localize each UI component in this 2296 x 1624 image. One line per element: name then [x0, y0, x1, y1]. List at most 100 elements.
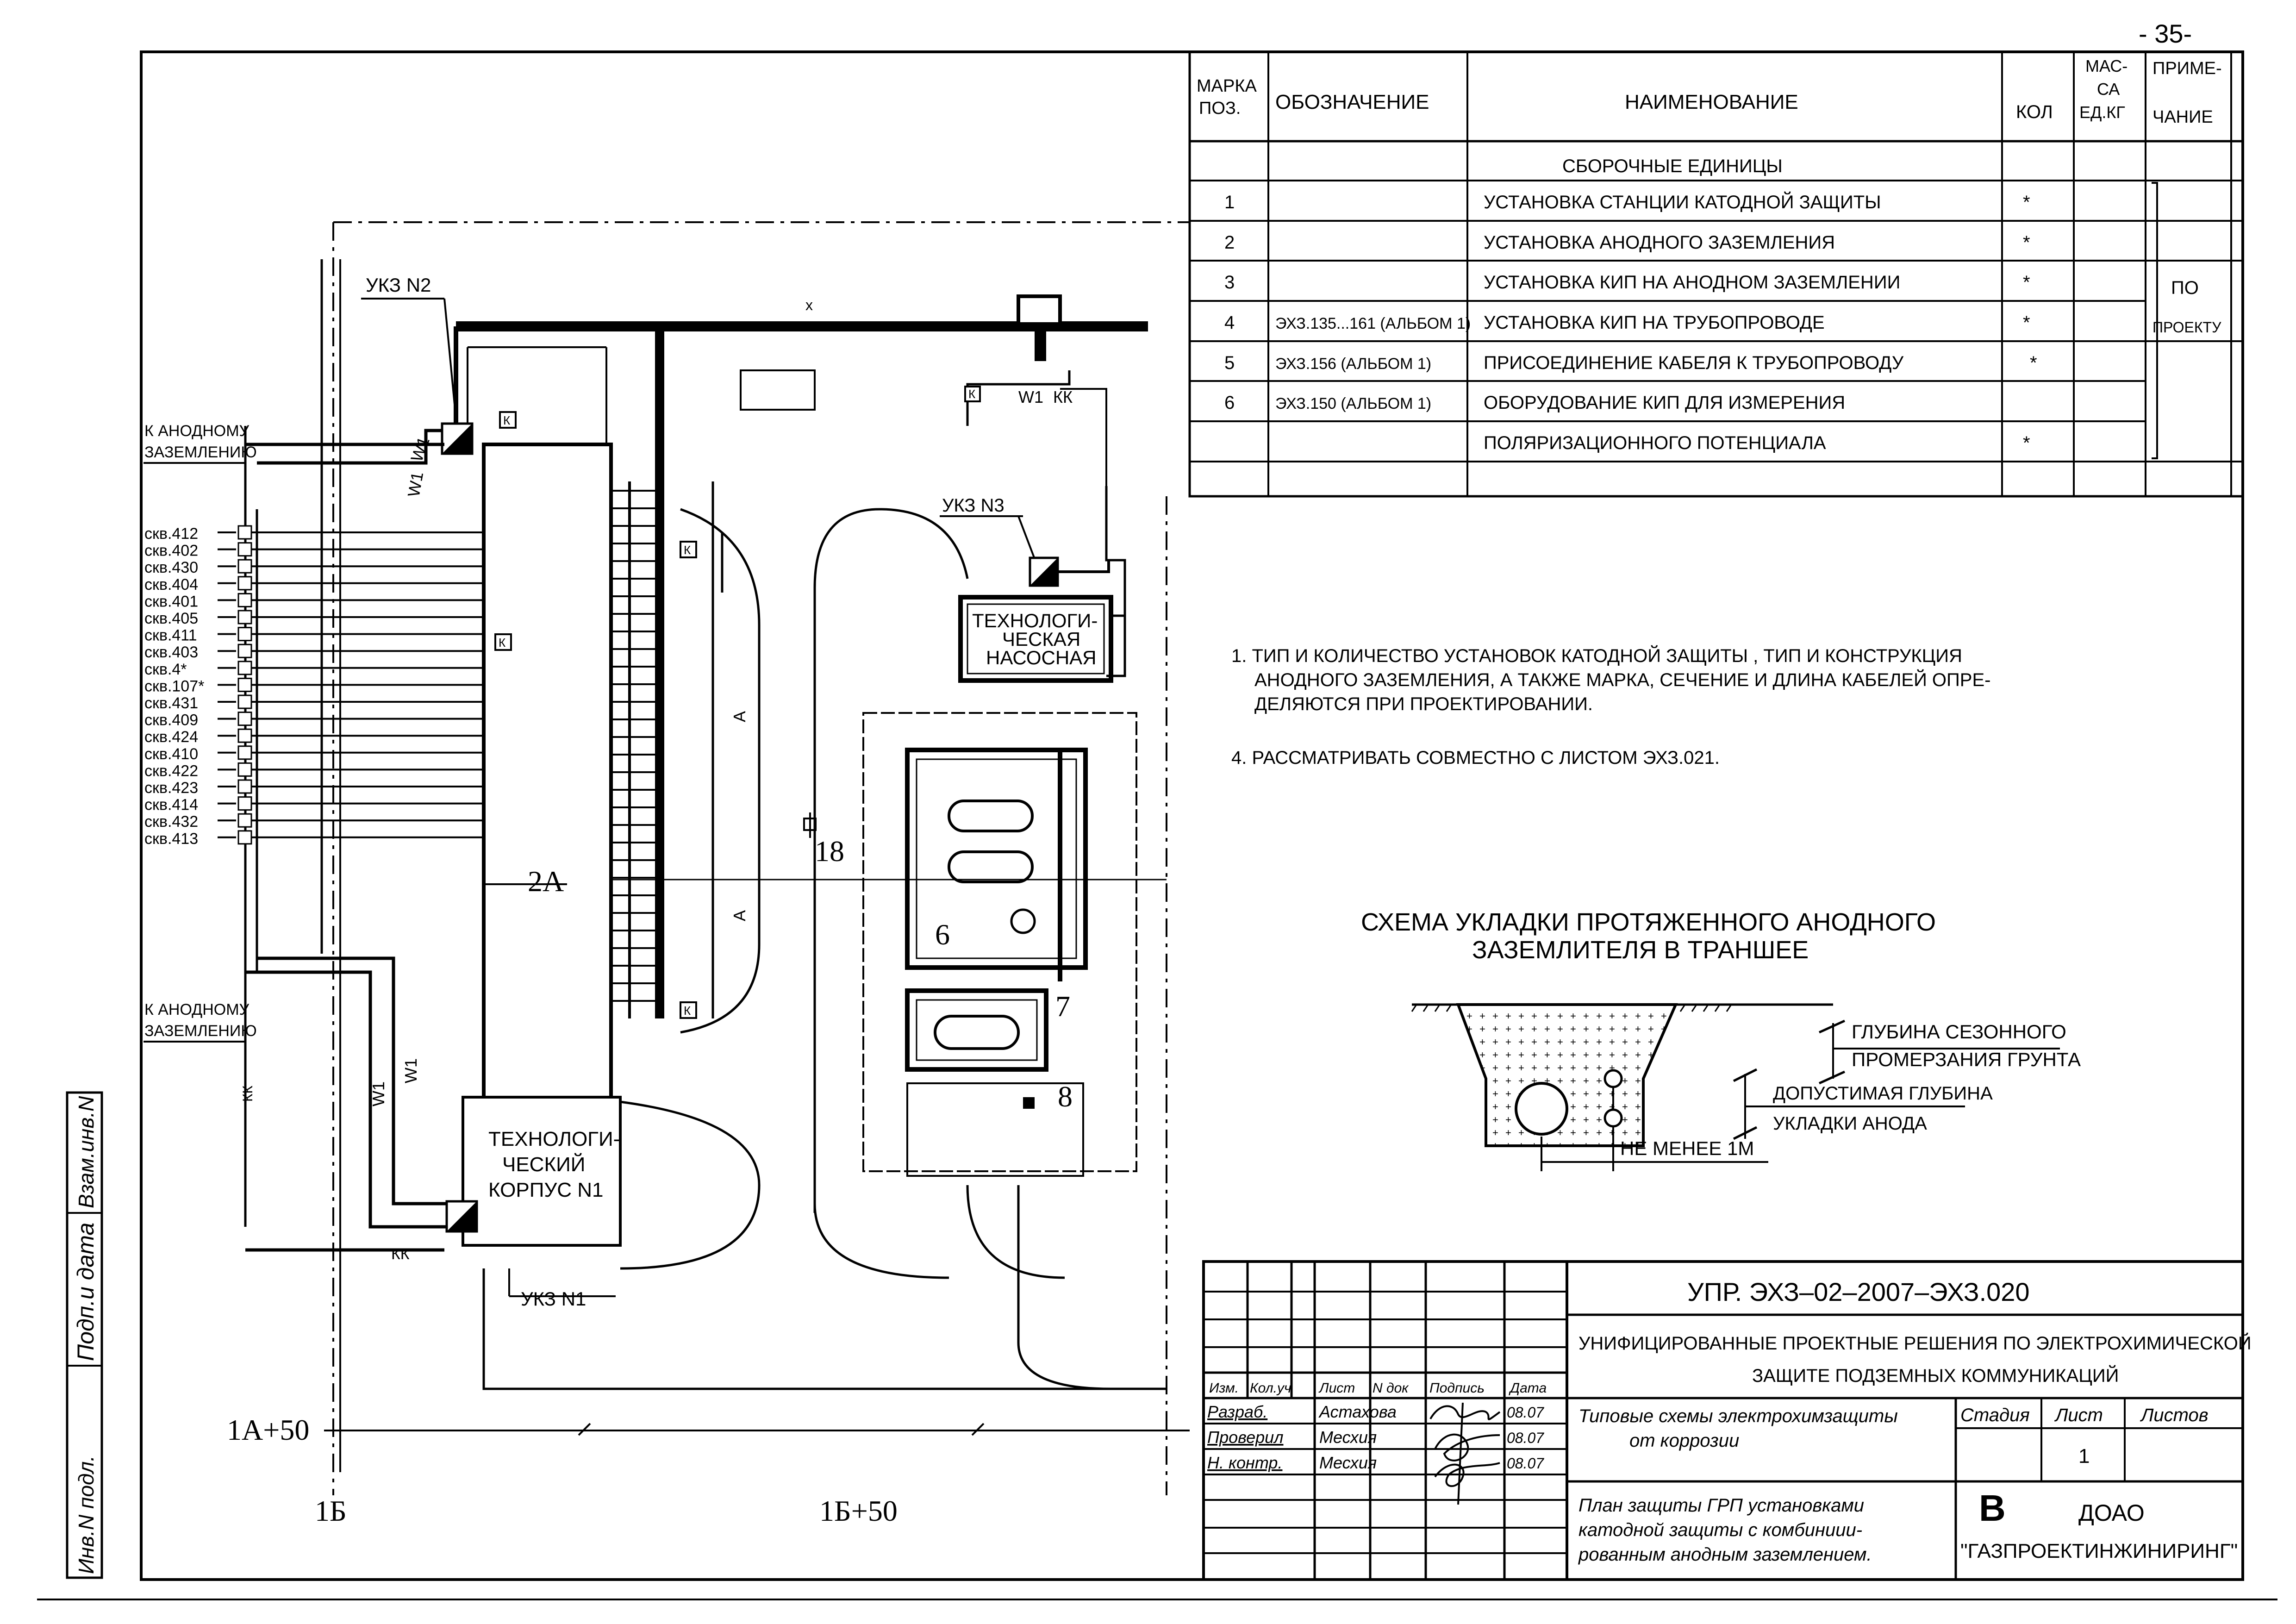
tb-col-data: Дата — [1509, 1380, 1547, 1396]
tb-name1: Астахова — [1318, 1402, 1397, 1421]
well-label: скв.403 — [144, 643, 198, 661]
spec-header-designation: ОБОЗНАЧЕНИЕ — [1275, 91, 1429, 113]
well-label: скв.402 — [144, 542, 198, 560]
kip-box — [237, 745, 252, 760]
tb-sheet-value: 1 — [2078, 1445, 2090, 1468]
k-box — [499, 411, 517, 429]
well-label: скв.431 — [144, 694, 198, 712]
spec-row-qty: * — [2023, 433, 2030, 453]
ukz3-label: УКЗ N3 — [942, 495, 1004, 516]
kk-left: КК — [240, 1086, 256, 1102]
tb-doc-line2: от коррозии — [1629, 1430, 1739, 1451]
note-1-line3: ДЕЛЯЮТСЯ ПРИ ПРОЕКТИРОВАНИИ. — [1254, 694, 1593, 714]
anode-top-line2: ЗАЗЕМЛЕНИЮ — [144, 443, 257, 461]
spec-row-designation: ЭХЗ.156 (АЛЬБОМ 1) — [1275, 355, 1431, 373]
axis-1a50: 1А+50 — [227, 1413, 309, 1446]
k-box-label: К — [503, 413, 510, 427]
kk-bottom: КК — [391, 1245, 410, 1263]
kk-top-right: КК — [1053, 387, 1073, 406]
kip-box — [237, 762, 252, 777]
well-label: скв.414 — [144, 796, 198, 814]
pump-station — [958, 595, 1113, 683]
well-label: скв.413 — [144, 830, 198, 848]
spec-row-qty: * — [2023, 192, 2030, 212]
note-1-line1: 1. ТИП И КОЛИЧЕСТВО УСТАНОВОК КАТОДНОЙ З… — [1231, 645, 1962, 666]
org-logo: B — [1979, 1487, 2006, 1529]
tb-role3: Н. контр. — [1207, 1453, 1282, 1472]
trench-scheme: СХЕМА УКЛАДКИ ПРОТЯЖЕННОГО АНОДНОГО ЗАЗЕ… — [1361, 908, 2081, 1171]
tb-code: УПР. ЭХЗ–02–2007–ЭХЗ.020 — [1687, 1277, 2030, 1306]
axis-1b50: 1Б+50 — [819, 1494, 898, 1527]
well-label: скв.412 — [144, 525, 198, 543]
tb-sheet-label: Лист — [2054, 1405, 2103, 1425]
kip-box — [237, 830, 252, 845]
spec-section-title: СБОРОЧНЫЕ ЕДИНИЦЫ — [1562, 156, 1783, 176]
k-marker-top: К — [968, 387, 975, 401]
general-notes: 1. ТИП И КОЛИЧЕСТВО УСТАНОВОК КАТОДНОЙ З… — [1231, 645, 1990, 768]
title-block: УПР. ЭХЗ–02–2007–ЭХЗ.020 УНИФИЦИРОВАННЫЕ… — [1202, 1260, 2252, 1581]
spec-row-qty: * — [2023, 232, 2030, 253]
side-vzam-inv: Взам.инв.N — [74, 1096, 98, 1208]
spec-header-name: НАИМЕНОВАНИЕ — [1625, 91, 1798, 113]
tb-col-podpis: Подпись — [1429, 1380, 1485, 1396]
k-box-label: К — [684, 543, 691, 557]
trench-freeze-line1: ГЛУБИНА СЕЗОННОГО — [1852, 1021, 2066, 1043]
spec-row-qty: * — [2023, 272, 2030, 293]
spec-row-name: УСТАНОВКА КИП НА АНОДНОМ ЗАЗЕМЛЕНИИ — [1484, 272, 1900, 293]
spec-row-designation: ЭХЗ.135...161 (АЛЬБОМ 1) — [1275, 315, 1471, 332]
anode-bottom-line2: ЗАЗЕМЛЕНИЮ — [144, 1022, 257, 1040]
w1-bottom-a: W1 — [369, 1081, 388, 1106]
side-inv-podl: Инв.N подл. — [74, 1455, 98, 1574]
note-4: 4. РАССМАТРИВАТЬ СОВМЕСТНО С ЛИСТОМ ЭХЗ.… — [1231, 748, 1720, 768]
page-number: - 35- — [2139, 19, 2192, 48]
label-18: 18 — [815, 835, 844, 868]
spec-row-name: УСТАНОВКА АНОДНОГО ЗАЗЕМЛЕНИЯ — [1484, 232, 1835, 253]
k-box-label: К — [499, 636, 505, 650]
tb-col-list: Лист — [1318, 1380, 1355, 1396]
trench-anode-line2: УКЛАДКИ АНОДА — [1773, 1113, 1927, 1134]
well-label: скв.401 — [144, 593, 198, 610]
well-label: скв.432 — [144, 813, 198, 831]
w1-bottom-b: W1 — [401, 1058, 420, 1083]
well-label: скв.422 — [144, 762, 198, 780]
spec-row-pos: 1 — [1224, 192, 1235, 212]
spec-row-name: УСТАНОВКА СТАНЦИИ КАТОДНОЙ ЗАЩИТЫ — [1484, 191, 1881, 212]
spec-row-name: ПРИСОЕДИНЕНИЕ КАБЕЛЯ К ТРУБОПРОВОДУ — [1484, 353, 1904, 373]
kip-box — [237, 610, 252, 625]
spec-header-qty: КОЛ — [2016, 102, 2053, 122]
kip-box — [237, 559, 252, 574]
tb-org-line2: "ГАЗПРОЕКТИНЖИНИРИНГ" — [1960, 1540, 2238, 1562]
spec-row-pos: 6 — [1224, 393, 1235, 413]
note-1-line2: АНОДНОГО ЗАЗЕМЛЕНИЯ, А ТАКЖЕ МАРКА, СЕЧЕ… — [1254, 669, 1990, 690]
well-label: скв.409 — [144, 712, 198, 729]
tb-date2: 08.07 — [1507, 1430, 1544, 1446]
label-8: 8 — [1058, 1080, 1073, 1113]
anode-top-line1: К АНОДНОМУ — [144, 422, 250, 440]
tb-col-koluch: Кол.уч — [1250, 1380, 1292, 1396]
tb-stage-label: Стадия — [1960, 1405, 2030, 1425]
a-marker-1: А — [730, 711, 749, 722]
w1-ukz2-a: W1 — [407, 434, 433, 464]
signatures — [1429, 1402, 1501, 1505]
well-label: скв.424 — [144, 728, 198, 746]
label-7: 7 — [1055, 990, 1070, 1023]
kip-box — [237, 661, 252, 675]
kip-box — [237, 712, 252, 726]
site-plan: 1А+50 1Б 1Б+50 скв.412скв.402скв.430скв.… — [144, 221, 1190, 1527]
tb-date3: 08.07 — [1507, 1455, 1544, 1472]
a-marker-2: А — [730, 910, 749, 921]
kip-box — [237, 694, 252, 709]
kip-box — [237, 627, 252, 642]
ukz2-label: УКЗ N2 — [366, 274, 431, 296]
w1-top-right: W1 — [1018, 387, 1043, 406]
spec-row-pos: 5 — [1224, 353, 1235, 373]
spec-row-name: ОБОРУДОВАНИЕ КИП ДЛЯ ИЗМЕРЕНИЯ — [1484, 393, 1845, 413]
corpus-1 — [462, 1096, 622, 1247]
kip-box — [237, 643, 252, 658]
spec-row-qty: * — [2023, 312, 2030, 333]
spec-row-pos: 2 — [1224, 232, 1235, 253]
tb-name3: Месхия — [1319, 1453, 1377, 1472]
